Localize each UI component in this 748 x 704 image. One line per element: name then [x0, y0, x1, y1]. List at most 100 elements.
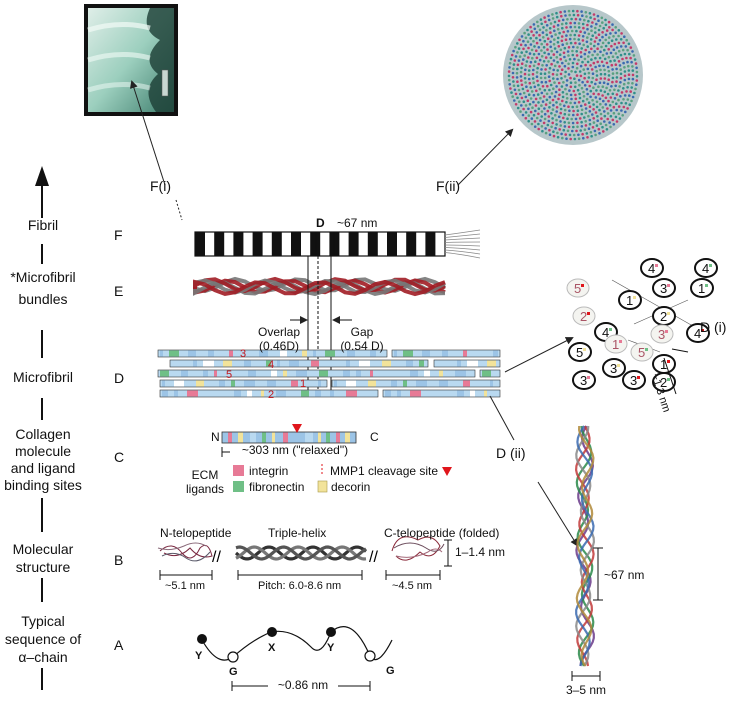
- cross-section-dot: [628, 94, 631, 97]
- cross-section-dot: [619, 72, 623, 76]
- cross-section-dot: [594, 111, 598, 114]
- cross-section-dot: [537, 52, 541, 56]
- cross-section-dot: [540, 104, 543, 107]
- cross-section-dot: [540, 55, 544, 58]
- cross-section-dot: [599, 102, 602, 106]
- cross-section-dot: [590, 29, 593, 32]
- cross-section-dot: [562, 30, 565, 34]
- cross-section-dot: [517, 59, 521, 62]
- cross-section-dot: [567, 9, 571, 13]
- cross-section-dot: [590, 25, 593, 28]
- cross-section-dot: [560, 39, 564, 43]
- cross-section-dot: [569, 21, 572, 25]
- molecule-body: [221, 431, 357, 444]
- cross-section-dot: [608, 121, 611, 124]
- cross-section-dot: [543, 117, 547, 121]
- cross-section-dot: [598, 38, 602, 42]
- cross-section-dot: [613, 88, 616, 92]
- cross-section-dot: [543, 107, 546, 110]
- cross-section-dot: [587, 114, 590, 118]
- cross-section-number: 1: [698, 281, 705, 296]
- cross-section-dot: [542, 46, 546, 49]
- cross-section-dot: [556, 41, 560, 44]
- cross-section-dot: [572, 89, 576, 93]
- cross-section-ring: [652, 372, 676, 392]
- cross-section-dot: [518, 55, 522, 58]
- cross-section-site: [587, 376, 590, 379]
- cross-section-dot: [552, 25, 556, 28]
- molecule-band: [272, 432, 275, 443]
- cross-section-dot: [582, 68, 585, 71]
- strand-band: [487, 360, 496, 367]
- cross-section-dot: [604, 33, 608, 37]
- cross-section-dot: [622, 82, 626, 86]
- strand-band: [442, 350, 448, 357]
- cross-section-dot: [615, 93, 619, 96]
- cross-section-dot: [526, 99, 530, 102]
- cross-section-dot: [609, 51, 613, 55]
- cross-section-site: [709, 264, 712, 267]
- cross-section-dot: [627, 42, 631, 46]
- cross-section-dot: [552, 43, 556, 46]
- strand-band: [347, 350, 355, 357]
- cross-section-dot: [540, 68, 543, 71]
- cross-section-dot: [620, 32, 623, 35]
- cross-section-dot: [573, 21, 577, 25]
- cross-section-dot: [531, 106, 534, 109]
- cross-section-dot: [604, 38, 607, 42]
- microfibril-strands: [157, 349, 501, 398]
- cross-section-dot: [535, 56, 539, 60]
- letter-f: F: [114, 227, 123, 243]
- cross-section-dot: [592, 117, 595, 120]
- cross-section-dot: [524, 81, 527, 84]
- cross-section-dot: [538, 87, 542, 91]
- cross-section-dot: [543, 72, 547, 75]
- cross-section-dot: [543, 88, 547, 92]
- cross-section-dot: [632, 54, 636, 57]
- cross-section-dot: [615, 102, 618, 105]
- cross-section-dot: [591, 72, 595, 75]
- cross-section-dot: [541, 129, 544, 133]
- cross-section-dot: [603, 110, 606, 113]
- cross-section-dot: [534, 104, 538, 107]
- cross-section-site: [667, 312, 670, 315]
- label-width: 3–5 nm: [566, 683, 607, 697]
- cross-section-dot: [538, 38, 542, 42]
- cross-section-dot: [580, 47, 583, 50]
- cross-section-site: [637, 376, 640, 379]
- cross-section-dot: [577, 34, 581, 37]
- cross-section-dot: [556, 23, 560, 27]
- cross-section-dot: [621, 57, 624, 61]
- bundle-strand: [193, 276, 446, 294]
- cross-section-ring: [566, 278, 590, 298]
- cross-section-number: 4: [648, 261, 655, 276]
- cross-section-dot: [598, 24, 602, 28]
- cross-section-dot: [535, 31, 538, 34]
- cross-section-dot: [552, 87, 555, 90]
- cross-section-site: [667, 360, 670, 363]
- strand-band: [244, 380, 255, 387]
- cross-section-dot: [603, 72, 607, 76]
- cross-section-dot: [539, 96, 542, 100]
- cross-section-dot: [538, 58, 542, 62]
- strand-band: [229, 350, 233, 357]
- cross-section-dot: [619, 45, 623, 48]
- cross-section-dot: [535, 41, 539, 45]
- cross-section-dot: [633, 91, 636, 95]
- cross-section-dot: [590, 58, 593, 61]
- cross-section-dot: [567, 67, 570, 70]
- cross-section-dot: [556, 36, 560, 40]
- cross-section-dot: [606, 82, 610, 86]
- cross-section-dot: [552, 53, 556, 56]
- cross-section-dot: [587, 76, 591, 79]
- cross-section-dot: [539, 18, 543, 21]
- cross-section-dot: [588, 105, 592, 108]
- cross-section-dot: [590, 47, 593, 51]
- cross-section-dot: [534, 97, 538, 101]
- cross-section-dot: [611, 100, 615, 104]
- cross-section-dot: [611, 28, 614, 32]
- cross-section-dot: [582, 95, 586, 98]
- cross-section-number: 2: [660, 309, 667, 324]
- cross-section-dot: [614, 26, 617, 29]
- cross-section-ring: [568, 342, 592, 362]
